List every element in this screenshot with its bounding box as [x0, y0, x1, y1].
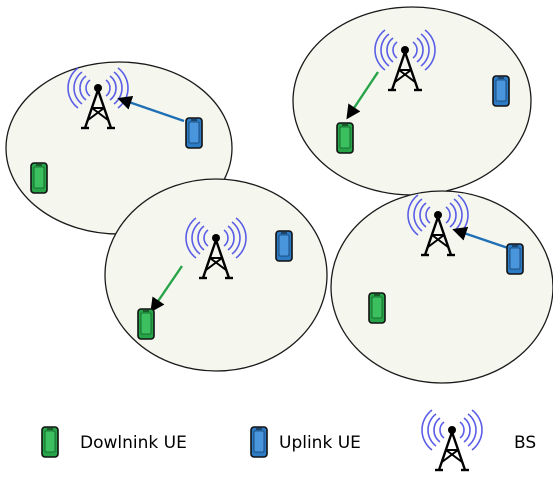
- cell-bottom-right: [330, 190, 553, 384]
- legend-downlink-phone-icon: [41, 426, 59, 458]
- downlink-ue-phone-icon: [137, 308, 155, 340]
- legend-downlink-label: Dowlnink UE: [80, 433, 187, 453]
- downlink-arrow: [346, 71, 379, 120]
- legend-uplink-phone-icon: [250, 426, 268, 458]
- uplink-arrow: [452, 226, 509, 250]
- uplink-ue-phone-icon: [506, 243, 524, 275]
- legend: Dowlnink UE Uplink UE BS: [41, 408, 536, 472]
- downlink-ue-phone-icon: [336, 122, 354, 154]
- downlink-arrow: [150, 265, 183, 313]
- uplink-arrow: [117, 95, 185, 123]
- legend-base-station-icon: [420, 408, 484, 472]
- uplink-ue-phone-icon: [275, 230, 293, 262]
- legend-bs-label: BS: [514, 433, 536, 453]
- uplink-ue-phone-icon: [492, 75, 510, 107]
- legend-uplink-label: Uplink UE: [279, 433, 361, 453]
- uplink-ue-phone-icon: [185, 117, 203, 149]
- downlink-ue-phone-icon: [368, 292, 386, 324]
- downlink-ue-phone-icon: [30, 162, 48, 194]
- cell-bottom-left: [104, 178, 328, 372]
